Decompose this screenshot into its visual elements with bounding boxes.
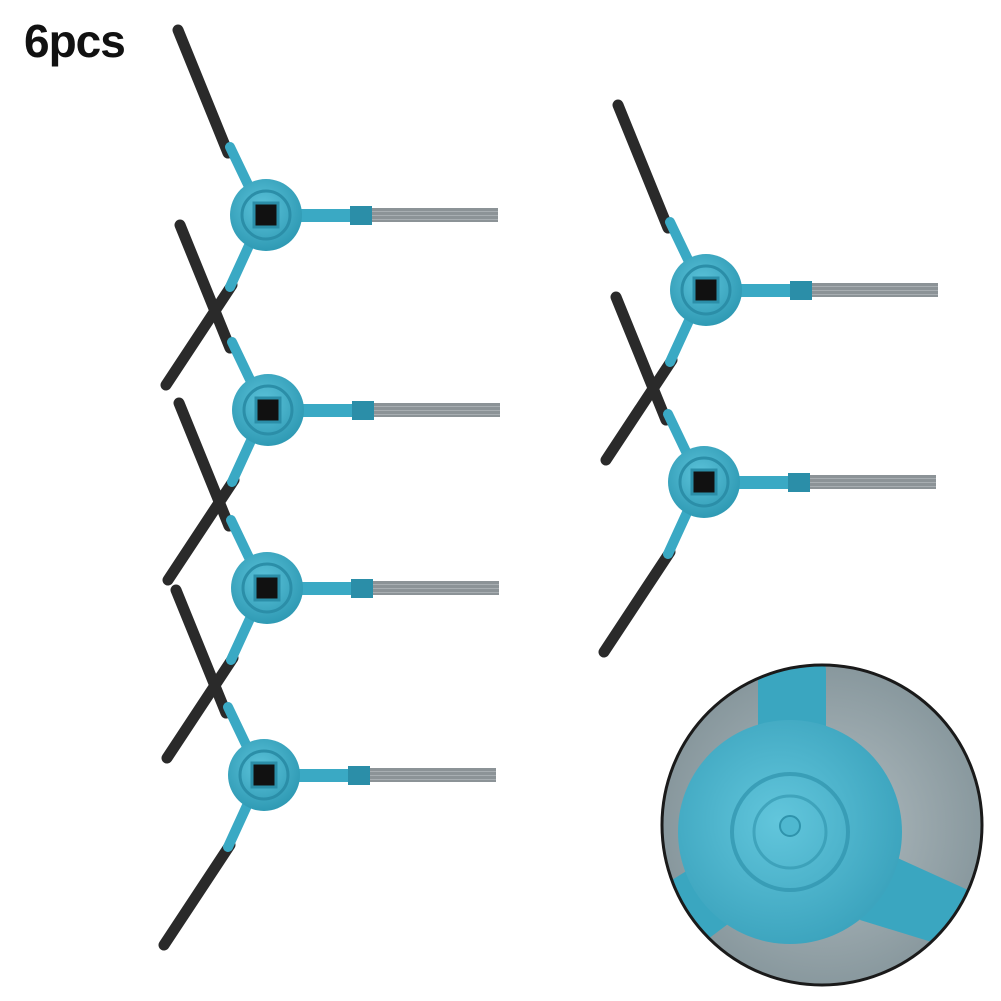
side-brush-icon <box>161 397 499 764</box>
side-brush-icon <box>158 584 496 951</box>
side-brush-icon <box>160 24 498 391</box>
quantity-label: 6pcs <box>24 15 126 67</box>
side-brush-icon <box>598 291 936 658</box>
side-brush-icon <box>162 219 500 586</box>
side-brush-icon <box>600 99 938 466</box>
hub-closeup-icon <box>660 663 984 987</box>
